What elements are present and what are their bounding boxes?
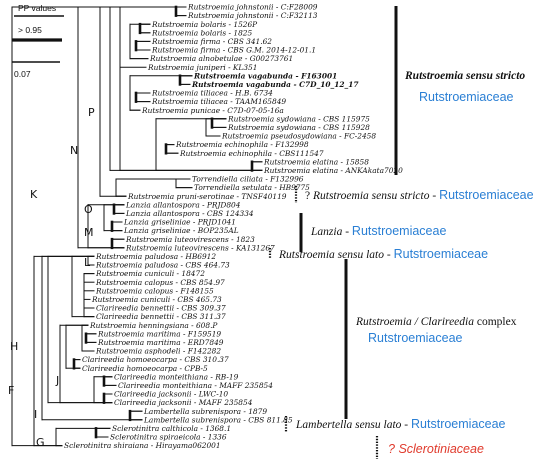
group-questionable-label: ? Rutstroemia sensu stricto - Rutstroemi…	[305, 188, 534, 202]
taxon-label: Rutstroemia bolaris - 1526P	[151, 20, 258, 29]
taxon-label: Lambertella subrenispora - 1879	[143, 407, 267, 416]
node-label-l: L	[84, 256, 91, 269]
taxon-label: Clarireedia homoeocarpa - CPB-5	[82, 364, 208, 373]
group-lanzia-label: Lanzia - Rutstroemiaceae	[310, 224, 446, 238]
taxon-label: Clarireedia jacksonii - MAFF 235854	[114, 398, 253, 407]
taxon-label: Lanzia griseliniae - PRJD1041	[123, 218, 236, 227]
node-label-h: H	[10, 340, 18, 353]
tree-tips: Rutstroemia johnstonii - C:F28009Rutstro…	[64, 3, 403, 451]
taxon-label: Rutstroemia johnstonii - C:F28009	[187, 3, 318, 12]
taxon-label: Clarireedia monteithiana - RB-19	[114, 372, 239, 381]
taxon-label: Rutstroemia paludosa - HB6912	[95, 252, 216, 261]
taxon-label: Rutstroemia tiliacea - TAAM165849	[151, 97, 286, 106]
group-clarireedia-label: Rutstroemia / Clarireedia complex	[355, 316, 517, 328]
taxon-label: Rutstroemia firma - CBS 341.62	[151, 37, 272, 46]
group-labels: Rutstroemia sensu stricto Rutstroemiacea…	[278, 70, 534, 456]
taxon-label: Rutstroemia vagabunda - C7D_10_12_17	[191, 80, 359, 89]
taxon-label: Rutstroemia luteovirescens - 1823	[125, 235, 255, 244]
taxon-label: Clarireedia jacksonii - LWC-10	[114, 390, 228, 399]
taxon-label: Torrendiella ciliata - F132996	[192, 175, 304, 184]
node-label-k: K	[30, 188, 38, 201]
taxon-label: Lambertella subrenispora - CBS 811.85	[143, 415, 293, 424]
node-label-j: J	[55, 374, 59, 387]
taxon-label: Rutstroemia calopus - CBS 854.97	[95, 278, 225, 287]
taxon-label: Rutstroemia echinophila - F132998	[175, 140, 309, 149]
group-sclerotiniaceae-label: ? Sclerotiniaceae	[388, 442, 484, 456]
taxon-label: Clarireedia bennettii - CBS 311.37	[96, 312, 226, 321]
taxon-label: Rutstroemia cuniculi - CBS 465.73	[91, 295, 222, 304]
node-label-p: P	[88, 106, 95, 119]
group-clarireedia-family: Rutstroemiaceae	[368, 331, 463, 345]
pp-legend-title: PP values	[18, 3, 56, 13]
taxon-label: Rutstroemia elatina - 15858	[263, 157, 369, 166]
tree-branches	[11, 5, 263, 447]
taxon-label: Lanzia allantospora - PRJD804	[125, 200, 241, 209]
group-sensu-lato-label: Rutstroemia sensu lato - Rutstroemiaceae	[278, 247, 488, 261]
taxon-label: Rutstroemia tiliacea - H.B. 6734	[151, 89, 273, 98]
node-label-n: N	[70, 144, 78, 157]
taxon-label: Rutstroemia paludosa - CBS 464.73	[95, 261, 230, 270]
taxon-label: Lanzia allantospora - CBS 124334	[125, 209, 254, 218]
taxon-label: Rutstroemia juniperi - KL351	[147, 63, 257, 72]
taxon-label: Clarireedia homoeocarpa - CBS 310.37	[82, 355, 229, 364]
taxon-label: Torrendiella setulata - HB9775	[194, 183, 310, 192]
taxon-label: Rutstroemia calopus - F148155	[95, 286, 214, 295]
taxon-label: Rutstroemia henningsiana - 608.P	[89, 321, 218, 330]
taxon-label: Sclerotinitra spiraeicola - 1336	[110, 433, 227, 442]
scale-bar-value: 0.07	[14, 69, 31, 79]
node-label-m: M	[84, 226, 94, 239]
node-label-i: I	[34, 408, 37, 421]
node-labels: P N K OM L H J F I G	[8, 106, 95, 449]
node-label-o: O	[84, 203, 93, 216]
taxon-label: Rutstroemia elatina - ANKAkata7020	[263, 166, 403, 175]
taxon-label: Rutstroemia maritima - ERD7849	[97, 338, 224, 347]
pp-legend-value: > 0.95	[18, 25, 42, 35]
clade-bars	[268, 6, 398, 459]
taxon-label: Rutstroemia luteovirescens - KA131267	[125, 243, 275, 252]
group-lambertella-label: Lambertella sensu lato - Rutstroemiaceae	[295, 417, 506, 431]
taxon-label: Rutstroemia cuniculi - 18472	[95, 269, 205, 278]
taxon-label: Clarireedia bennettii - CBS 309.37	[96, 304, 226, 313]
taxon-label: Rutstroemia bolaris - 1825	[151, 28, 252, 37]
node-label-g: G	[36, 436, 45, 449]
taxon-label: Rutstroemia pseudosydowiana - FC-2458	[221, 132, 376, 141]
taxon-label: Rutstroemia firma - CBS G.M. 2014-12-01.…	[151, 46, 316, 55]
taxon-label: Rutstroemia maritima - F159519	[97, 329, 221, 338]
taxon-label: Rutstroemia sydowiana - CBS 115975	[227, 114, 370, 123]
taxon-label: Rutstroemia echinophila - CBS111547	[179, 149, 324, 158]
taxon-label: Rutstroemia johnstonii - C:F32113	[187, 11, 318, 20]
taxon-label: Rutstroemia pruni-serotinae - TNSF40119	[127, 192, 287, 201]
taxon-label: Lanzia griseliniae - BOP235AL	[123, 226, 239, 235]
group-sensu-stricto-family: Rutstroemiaceae	[419, 90, 514, 104]
taxon-label: Sclerotinitra shiraiana - Hirayama062001	[64, 441, 221, 450]
taxon-label: Rutstroemia asphodeli - F142282	[95, 347, 221, 356]
taxon-label: Rutstroemia punicae - C7D-07-05-16a	[141, 106, 284, 115]
node-label-f: F	[8, 384, 14, 397]
taxon-label: Rutstroemia vagabunda - F163001	[193, 71, 337, 80]
taxon-label: Sclerotinitra calthicola - 1368.1	[112, 424, 231, 433]
taxon-label: Clarireedia monteithiana - MAFF 235854	[118, 381, 273, 390]
taxon-label: Rutstroemia sydowiana - CBS 115928	[227, 123, 370, 132]
group-sensu-stricto-name: Rutstroemia sensu stricto	[404, 70, 525, 82]
taxon-label: Rutstroemia alnobetulae - G00273761	[149, 54, 293, 63]
